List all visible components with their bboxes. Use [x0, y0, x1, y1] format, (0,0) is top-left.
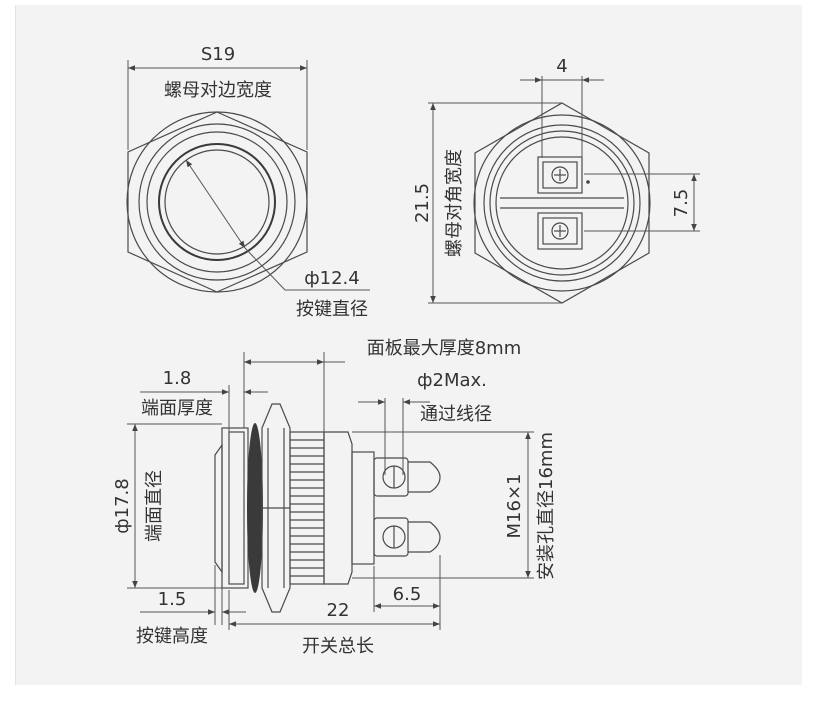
- front-button-outer: [158, 143, 276, 261]
- rear-body-inner: [489, 130, 635, 276]
- label-dim-4: 4: [556, 56, 567, 77]
- front-view: [126, 60, 370, 293]
- front-nut-hexagon: [127, 111, 308, 293]
- label-wire-dia: 通过线径: [420, 404, 492, 425]
- side-view: [127, 352, 534, 630]
- rear-body-core: [495, 136, 629, 270]
- front-bezel-outer: [138, 123, 296, 281]
- side-nut: [261, 403, 291, 613]
- side-terminal-bottom: [373, 517, 409, 557]
- label-dim-6-5: 6.5: [393, 584, 422, 605]
- label-button-height: 按键高度: [136, 626, 208, 647]
- rear-nut-hexagon: [474, 102, 650, 304]
- rear-view: [428, 76, 700, 304]
- label-button-dia-val: ф12.4: [304, 268, 359, 289]
- terminal-top: [537, 156, 583, 194]
- rear-nut-chamfer-circle: [473, 114, 651, 292]
- side-o-ring: [247, 423, 263, 593]
- terminal-top-screw: [551, 166, 569, 184]
- label-thread: M16×1: [504, 474, 525, 539]
- label-nut-corner: 螺母对角宽度: [444, 149, 465, 257]
- label-face-dia: 端面直径: [144, 470, 165, 542]
- panel-border: [15, 5, 16, 685]
- label-face-thickness: 端面厚度: [141, 398, 213, 419]
- terminal-bottom-screw: [551, 222, 569, 240]
- label-dim-1-8: 1.8: [163, 368, 192, 389]
- label-dim-7-5: 7.5: [671, 189, 692, 218]
- label-panel-thickness: 面板最大厚度8mm: [367, 338, 522, 359]
- label-mount-hole: 安装孔直径16mm: [536, 432, 557, 580]
- side-rear-housing: [323, 431, 353, 585]
- button-diameter-line: [185, 159, 246, 249]
- label-face-dia-val: ф17.8: [112, 478, 133, 533]
- label-nut-width: 螺母对边宽度: [164, 80, 272, 101]
- label-dim-1-5: 1.5: [158, 589, 187, 610]
- front-bezel-ring: [146, 131, 288, 273]
- side-terminal-top-lug: [408, 461, 441, 493]
- label-dim-22: 22: [327, 600, 350, 621]
- side-terminal-top: [373, 457, 409, 497]
- side-terminal-base: [351, 451, 375, 565]
- side-threaded-body: [289, 431, 325, 585]
- front-nut-chamfer-circle: [126, 111, 308, 293]
- rear-body-outer: [483, 124, 641, 282]
- front-button-inner: [164, 149, 270, 255]
- label-s19: S19: [201, 44, 235, 65]
- terminal-bottom: [537, 212, 583, 250]
- side-button: [214, 443, 223, 574]
- side-terminal-bottom-lug: [408, 521, 441, 553]
- label-button-dia: 按键直径: [296, 299, 368, 320]
- label-total-length: 开关总长: [302, 636, 374, 657]
- label-dim-21-5: 21.5: [412, 183, 433, 223]
- label-wire-dia-val: ф2Max.: [417, 370, 487, 391]
- drawing-panel: [15, 5, 802, 685]
